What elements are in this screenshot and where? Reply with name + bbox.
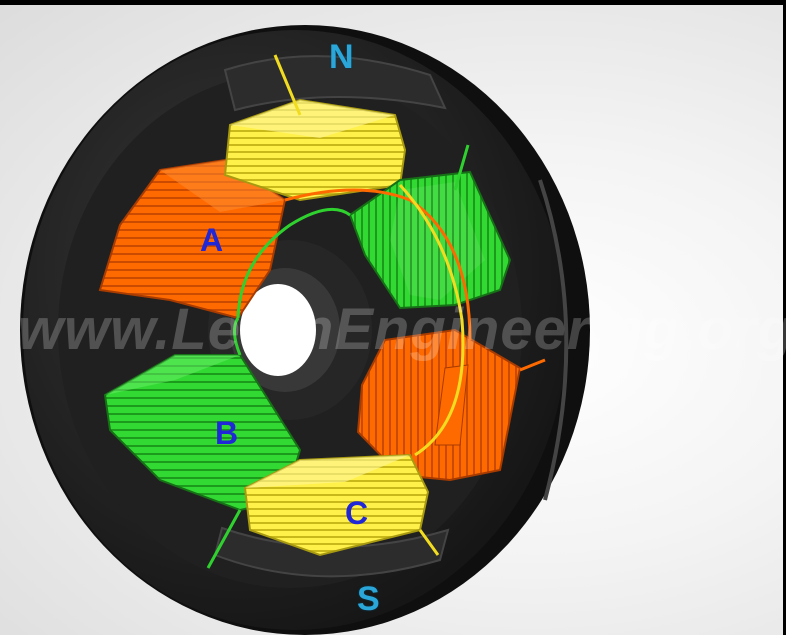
coil-c-upper bbox=[223, 98, 407, 202]
top-frame-edge bbox=[0, 0, 786, 5]
north-pole-label: N bbox=[329, 38, 354, 76]
coil-b-lower bbox=[103, 354, 302, 512]
right-frame-edge bbox=[783, 0, 786, 635]
coil-b-label: B bbox=[215, 415, 239, 451]
winding-wires bbox=[206, 54, 546, 569]
coil-c-lower bbox=[243, 453, 430, 557]
coil-a-label: A bbox=[200, 222, 224, 258]
coil-c-label: C bbox=[345, 495, 369, 531]
south-pole-label: S bbox=[357, 580, 380, 618]
